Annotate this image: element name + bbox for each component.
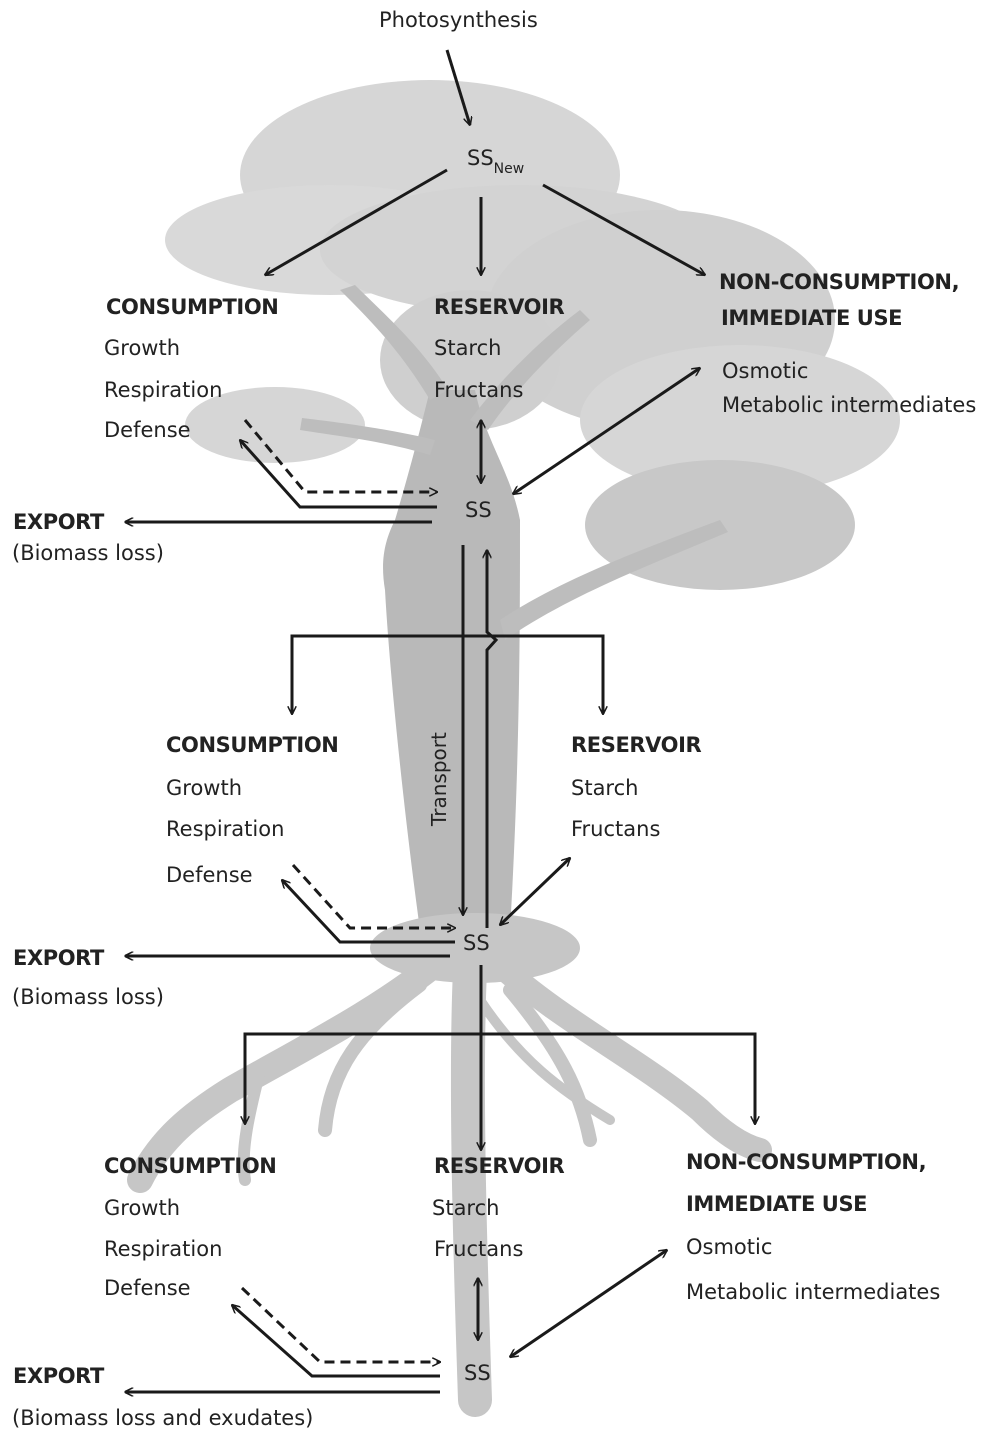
roots (140, 960, 760, 1400)
stem-reservoir-item: Starch (571, 778, 638, 799)
canopy-export-note: (Biomass loss) (12, 543, 164, 564)
roots-reservoir-title: RESERVOIR (434, 1156, 564, 1177)
stem-ss-label: SS (463, 933, 490, 954)
canopy-consumption-item: Growth (104, 338, 180, 359)
transport-label: Transport (429, 732, 449, 826)
canopy-reservoir-item: Starch (434, 338, 501, 359)
roots-consumption-title: CONSUMPTION (104, 1156, 276, 1177)
roots-nonconsumption-item: Metabolic intermediates (686, 1282, 940, 1303)
foliage (165, 80, 900, 590)
arrow-ss-consumption-roots (232, 1305, 440, 1376)
roots-nonconsumption-item: Osmotic (686, 1237, 772, 1258)
roots-reservoir-item: Fructans (434, 1239, 523, 1260)
stem-reservoir-item: Fructans (571, 819, 660, 840)
canopy-export-title: EXPORT (13, 512, 104, 533)
canopy-nonconsumption-item: Metabolic intermediates (722, 395, 976, 416)
roots-consumption-item: Defense (104, 1278, 191, 1299)
arrow-consumption-ss-roots-dashed (242, 1288, 440, 1362)
roots-consumption-item: Growth (104, 1198, 180, 1219)
stem-consumption-item: Defense (166, 865, 253, 886)
canopy-consumption-title: CONSUMPTION (106, 297, 278, 318)
canopy-consumption-item: Respiration (104, 380, 222, 401)
stem-export-note: (Biomass loss) (12, 987, 164, 1008)
stem-consumption-title: CONSUMPTION (166, 735, 338, 756)
canopy-reservoir-item: Fructans (434, 380, 523, 401)
stem-export-title: EXPORT (13, 948, 104, 969)
roots-export-title: EXPORT (13, 1366, 104, 1387)
roots-reservoir-item: Starch (432, 1198, 499, 1219)
arrow-nonconsumption-ss-roots (510, 1250, 667, 1357)
roots-nonconsumption-title: IMMEDIATE USE (686, 1194, 867, 1215)
canopy-nonconsumption-item: Osmotic (722, 361, 808, 382)
roots-nonconsumption-title: NON-CONSUMPTION, (686, 1152, 926, 1173)
canopy-nonconsumption-title: IMMEDIATE USE (721, 308, 902, 329)
stem-consumption-item: Growth (166, 778, 242, 799)
canopy-reservoir-title: RESERVOIR (434, 297, 564, 318)
roots-ss-label: SS (464, 1363, 491, 1384)
roots-consumption-item: Respiration (104, 1239, 222, 1260)
canopy-nonconsumption-title: NON-CONSUMPTION, (719, 272, 959, 293)
stem-reservoir-title: RESERVOIR (571, 735, 701, 756)
photosynthesis-label: Photosynthesis (379, 10, 538, 31)
canopy-ss-label: SS (465, 500, 492, 521)
stem-consumption-item: Respiration (166, 819, 284, 840)
canopy-consumption-item: Defense (104, 420, 191, 441)
ss-new-label: SSNew (467, 148, 524, 169)
roots-export-note: (Biomass loss and exudates) (12, 1408, 313, 1429)
